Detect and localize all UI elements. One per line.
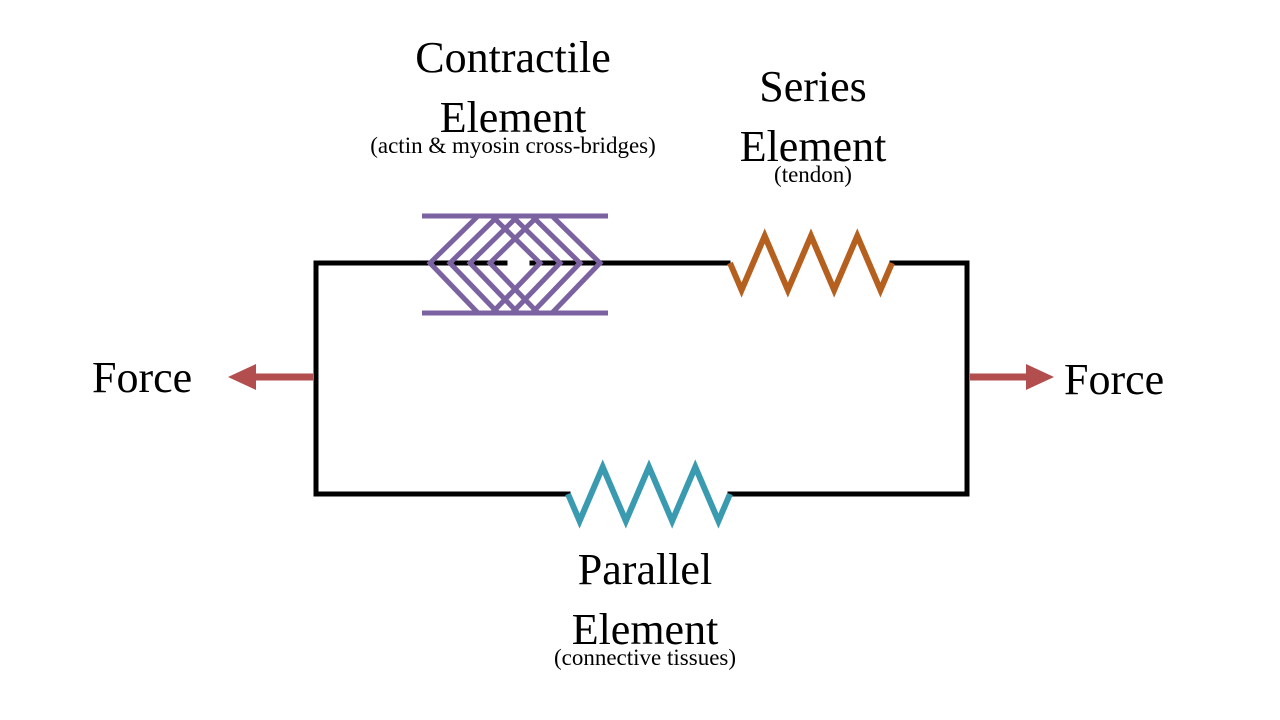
myosin-crossbridge-left <box>486 214 540 315</box>
contractile-element-symbol <box>422 213 608 316</box>
force-arrow-right <box>970 364 1054 390</box>
parallel-element-label: Parallel Element (connective tissues) <box>495 545 795 670</box>
myosin-crossbridge-right <box>550 214 604 315</box>
right-wire <box>727 260 970 497</box>
myosin-crossbridge-right <box>490 214 544 315</box>
force-arrow-left <box>228 364 313 390</box>
left-wire <box>313 260 571 497</box>
contractile-title-line1: Contractile <box>415 33 611 82</box>
parallel-title-line2: Element <box>571 605 719 654</box>
myosin-crossbridge-left <box>466 214 520 315</box>
circuit-wires <box>313 260 970 497</box>
myosin-crossbridge-right <box>530 214 584 315</box>
parallel-subtitle: (connective tissues) <box>553 645 737 670</box>
myosin-crossbridge-right <box>510 214 564 315</box>
force-left-label: Force <box>92 353 193 402</box>
myosin-crossbridge-left <box>446 214 500 315</box>
series-title-line2: Element <box>739 122 887 171</box>
parallel-title-line1: Parallel <box>577 545 713 594</box>
parallel-element-spring <box>565 459 733 529</box>
force-right-label: Force <box>1064 355 1165 404</box>
force-arrow-right-head <box>1026 364 1054 390</box>
series-subtitle: (tendon) <box>774 162 852 187</box>
series-title-line1: Series <box>759 62 867 111</box>
contractile-title-line2: Element <box>439 93 587 142</box>
contractile-subtitle: (actin & myosin cross-bridges) <box>370 133 656 158</box>
myosin-crossbridge-left <box>426 214 480 315</box>
force-arrow-left-head <box>228 364 256 390</box>
series-element-spring <box>727 228 895 298</box>
contractile-element-label: Contractile Element (actin & myosin cros… <box>313 33 713 158</box>
series-element-label: Series Element (tendon) <box>713 62 913 187</box>
